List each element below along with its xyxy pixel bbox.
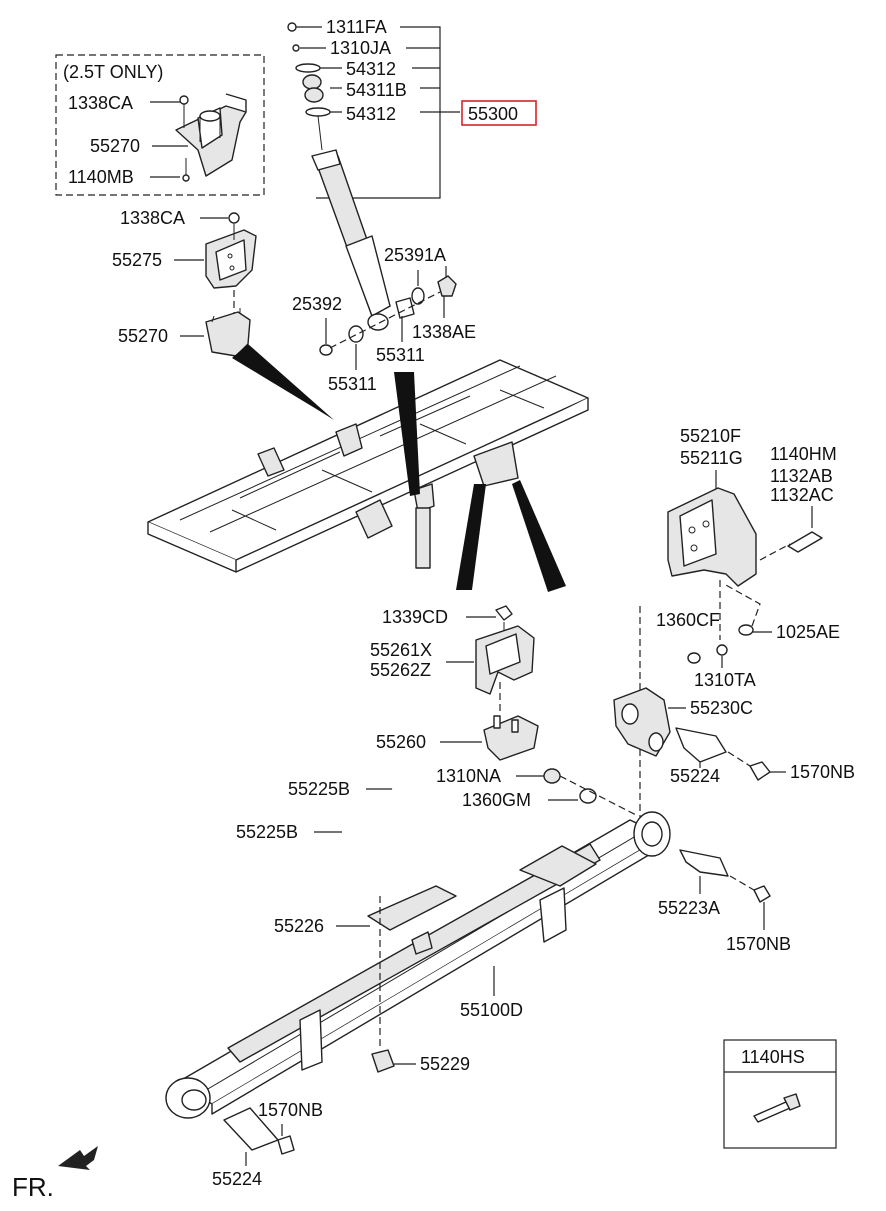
label-55270[interactable]: 55270 [118,326,168,346]
label-1140mb[interactable]: 1140MB [68,167,134,187]
note-2-5t-only: (2.5T ONLY) [63,62,163,82]
front-label: FR. [12,1172,54,1202]
label-54312-top[interactable]: 54312 [346,59,396,79]
arrow-down-left-icon [58,1146,98,1170]
label-55225b-top[interactable]: 55225B [288,779,350,799]
label-1339cd[interactable]: 1339CD [382,607,448,627]
label-55225b-bottom[interactable]: 55225B [236,822,298,842]
label-1132ac[interactable]: 1132AC [770,485,834,505]
label-54312-bottom[interactable]: 54312 [346,104,396,124]
bump-stop-group: 1338CA 55275 55270 [112,208,257,357]
label-1570nb-top[interactable]: 1570NB [790,762,855,782]
label-1360cf[interactable]: 1360CF [656,610,720,630]
label-55211g[interactable]: 55211G [680,448,743,468]
vehicle-frame [147,344,589,592]
label-55300[interactable]: 55300 [468,104,518,124]
label-55262z[interactable]: 55262Z [370,660,431,680]
label-55226[interactable]: 55226 [274,916,324,936]
label-1311fa[interactable]: 1311FA [326,17,387,37]
rear-hanger-group: 1339CD 55261X 55262Z 55260 [370,605,539,761]
label-1140hm[interactable]: 1140HM [770,444,837,464]
label-1338ca-top[interactable]: 1338CA [68,93,133,113]
bumper-bracket-2-5t [175,93,247,182]
label-1570nb-right[interactable]: 1570NB [726,934,791,954]
shackle-group: 55230C 55224 1570NB [613,687,855,786]
label-55100d[interactable]: 55100D [460,1000,523,1020]
rear-eye-bolt-group: 55223A 1570NB [658,849,791,954]
label-55311-right[interactable]: 55311 [376,345,425,365]
label-55230c[interactable]: 55230C [690,698,753,718]
leaf-spring-group: 1310NA 1360GM 55225B 55225B 55226 55100D [165,766,671,1119]
label-55270-top[interactable]: 55270 [90,136,140,156]
label-1310na[interactable]: 1310NA [436,766,501,786]
label-1025ae[interactable]: 1025AE [776,622,840,642]
label-55275[interactable]: 55275 [112,250,162,270]
label-1338ae[interactable]: 1338AE [412,322,476,342]
label-1140hs[interactable]: 1140HS [741,1047,805,1067]
label-55224-bottom[interactable]: 55224 [212,1169,262,1189]
label-55311-left[interactable]: 55311 [328,374,377,394]
label-1310ta[interactable]: 1310TA [694,670,756,690]
label-1310ja[interactable]: 1310JA [330,38,391,58]
label-55261x[interactable]: 55261X [370,640,432,660]
label-1338ca[interactable]: 1338CA [120,208,185,228]
label-25391a[interactable]: 25391A [384,245,446,265]
label-55223a[interactable]: 55223A [658,898,720,918]
label-55224-top[interactable]: 55224 [670,766,720,786]
label-25392[interactable]: 25392 [292,294,342,314]
shock-absorber-group: 1311FA 1310JA 54312 54311B 54312 55300 [287,17,537,331]
group-2-5t-only: (2.5T ONLY) 1338CA 55270 1140MB [55,54,265,196]
bottom-bushing-group: 1570NB 55224 [212,1100,323,1189]
label-55229[interactable]: 55229 [420,1054,470,1074]
label-1360gm[interactable]: 1360GM [462,790,531,810]
front-direction-marker: FR. [12,1146,98,1202]
dashed-group-frame [55,54,265,196]
label-1570nb-bottom[interactable]: 1570NB [258,1100,323,1120]
label-1132ab[interactable]: 1132AB [770,466,833,486]
highlight-box-55300 [461,100,537,126]
bolt-1140hs-box: 1140HS [723,1039,837,1149]
shock-lower-hardware: 25391A 25392 1338AE 55311 55311 [292,245,476,394]
label-55260[interactable]: 55260 [376,732,426,752]
label-55210f[interactable]: 55210F [680,426,741,446]
spring-pad-55226 [367,885,457,931]
front-hanger-group: 55210F 55211G 1140HM 1132AB 1132AC 1360C… [639,426,840,820]
label-54311b[interactable]: 54311B [346,80,407,100]
rubber-seat-55260 [483,715,539,761]
